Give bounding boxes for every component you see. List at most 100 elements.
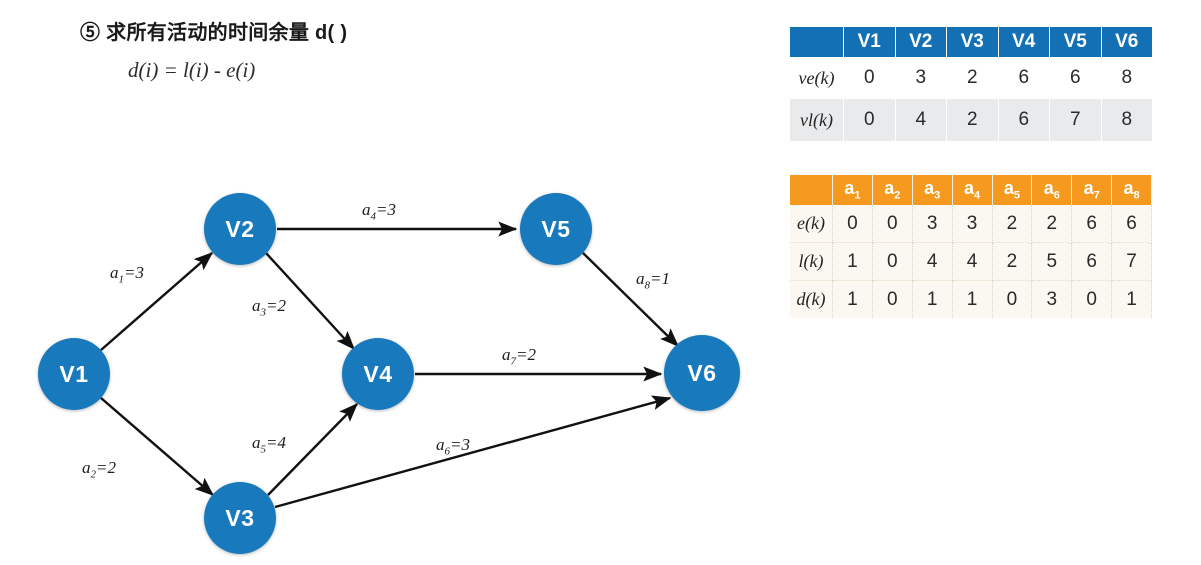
edge-label-a5-weight: 4 (277, 433, 286, 452)
activity-network-graph: V1 V2 V3 V4 V5 V6 a1=3 a2=2 a3=2 a4=3 (0, 150, 780, 565)
edge-label-a3-sub: 3 (260, 306, 267, 319)
table-eld-col-a2-name: a (884, 178, 895, 199)
table-eld-col-a2: a2 (872, 175, 913, 205)
table-eld-col-a1: a1 (832, 175, 873, 205)
table-eld-cell: 1 (1111, 280, 1152, 318)
table-eld-cell: 3 (952, 205, 993, 243)
edge-label-a2-weight: 2 (107, 458, 116, 477)
edge-a8-line (582, 252, 680, 348)
edge-label-a7-sub: 7 (510, 355, 517, 368)
table-ve-corner (790, 27, 844, 57)
graph-node-v2[interactable]: V2 (204, 193, 276, 265)
table-eld-cell: 4 (952, 242, 993, 281)
edge-a3-line (265, 252, 355, 351)
table-eld-col-a7: a7 (1071, 175, 1113, 205)
table-eld-col-a6-sub: 6 (1053, 189, 1060, 202)
table-eld-col-a8-name: a (1123, 178, 1134, 199)
edge-label-a1: a1=3 (110, 263, 144, 286)
table-row: ve(k) 0 3 2 6 6 8 (790, 57, 1153, 99)
table-eld-col-a3: a3 (912, 175, 953, 205)
formula-text: d(i) = l(i) - e(i) (128, 58, 256, 82)
table-ve-rowhdr-ve: ve(k) (790, 57, 844, 99)
table-eld-col-a6: a6 (1031, 175, 1073, 205)
edge-label-a3: a3=2 (252, 296, 286, 319)
table-row: d(k) 1 0 1 1 0 3 0 1 (790, 280, 1152, 318)
edge-a6-line (274, 395, 672, 509)
table-eld-col-a4-name: a (963, 178, 974, 199)
table-eld-col-a8-sub: 8 (1133, 189, 1140, 202)
table-ve-cell: 7 (1049, 99, 1102, 141)
table-eld-col-a5-sub: 5 (1013, 189, 1020, 202)
graph-node-v5-label: V5 (541, 215, 571, 242)
edge-label-a7-name: a (502, 345, 511, 364)
table-ve-cell: 4 (895, 99, 947, 141)
table-ve-col-v3: V3 (946, 27, 999, 57)
table-ve-cell: 8 (1101, 57, 1153, 99)
graph-node-v4-label: V4 (363, 360, 393, 387)
table-ve-rowhdr-vl: vl(k) (790, 99, 844, 141)
table-eld-cell: 0 (872, 280, 913, 318)
table-eld-cell: 3 (912, 205, 953, 243)
graph-edges-svg (100, 221, 680, 509)
graph-node-v3[interactable]: V3 (204, 482, 276, 554)
table-eld-col-a1-sub: 1 (854, 189, 861, 202)
edge-label-a3-weight: 2 (277, 296, 286, 315)
table-eld-col-a8: a8 (1111, 175, 1152, 205)
graph-node-v1-label: V1 (59, 360, 89, 387)
table-eld-cell: 2 (992, 205, 1033, 243)
edge-label-a2-name: a (82, 458, 91, 477)
table-ve-cell: 2 (946, 57, 999, 99)
table-row: vl(k) 0 4 2 6 7 8 (790, 99, 1153, 141)
table-eld-col-a1-name: a (844, 178, 855, 199)
edge-label-a4-weight: 3 (387, 200, 396, 219)
table-eld-cell: 5 (1031, 242, 1073, 281)
edge-label-a4: a4=3 (362, 200, 396, 223)
table-ve-cell: 0 (843, 99, 896, 141)
table-eld-cell: 6 (1071, 242, 1113, 281)
graph-node-v4[interactable]: V4 (342, 338, 414, 410)
edge-label-a6-weight: 3 (461, 435, 470, 454)
table-ve-cell: 2 (946, 99, 999, 141)
edge-label-a2: a2=2 (82, 458, 116, 481)
table-eld-cell: 0 (832, 205, 873, 243)
table-ve-col-v4: V4 (998, 27, 1050, 57)
table-eld-cell: 0 (872, 205, 913, 243)
edge-label-a8-sub: 8 (644, 279, 651, 292)
edge-label-a6-sub: 6 (444, 445, 451, 458)
table-eld-rowhdr-l: l(k) (790, 242, 833, 281)
graph-node-v5[interactable]: V5 (520, 193, 592, 265)
table-ve-col-v2: V2 (895, 27, 947, 57)
table-row: l(k) 1 0 4 4 2 5 6 7 (790, 242, 1152, 281)
graph-node-v2-label: V2 (225, 215, 255, 242)
table-ve-col-v1: V1 (843, 27, 896, 57)
edge-label-a1-name: a (110, 263, 119, 282)
table-row: e(k) 0 0 3 3 2 2 6 6 (790, 205, 1152, 243)
edge-label-a5-sub: 5 (260, 443, 267, 456)
edge-label-a7-weight: 2 (527, 345, 536, 364)
table-eld-cell: 6 (1111, 205, 1152, 243)
edge-label-a4-sub: 4 (370, 210, 377, 223)
graph-node-v6[interactable]: V6 (664, 335, 740, 411)
table-eld-col-a5: a5 (992, 175, 1033, 205)
table-ve-cell: 6 (998, 99, 1050, 141)
table-eld-col-a4: a4 (952, 175, 993, 205)
table-ve-header-row: V1 V2 V3 V4 V5 V6 (790, 27, 1153, 57)
edge-label-a6: a6=3 (436, 435, 470, 458)
page-title: ⑤ 求所有活动的时间余量 d( ) (80, 22, 348, 44)
edge-label-a4-name: a (362, 200, 371, 219)
table-eld-corner (790, 175, 833, 205)
table-eld-cell: 1 (952, 280, 993, 318)
table-ve-cell: 6 (1049, 57, 1102, 99)
edge-label-a8-name: a (636, 269, 645, 288)
edge-label-a1-sub: 1 (118, 273, 125, 286)
graph-node-v6-label: V6 (687, 359, 717, 386)
table-eld-cell: 1 (832, 280, 873, 318)
table-eld-col-a3-name: a (924, 178, 935, 199)
table-eld-cell: 0 (1071, 280, 1113, 318)
table-ve-cell: 6 (998, 57, 1050, 99)
table-eld-col-a3-sub: 3 (934, 189, 941, 202)
table-eld-cell: 4 (912, 242, 953, 281)
table-eld-col-a5-name: a (1003, 178, 1014, 199)
table-eld-rowhdr-d: d(k) (790, 280, 833, 318)
graph-node-v1[interactable]: V1 (38, 338, 110, 410)
